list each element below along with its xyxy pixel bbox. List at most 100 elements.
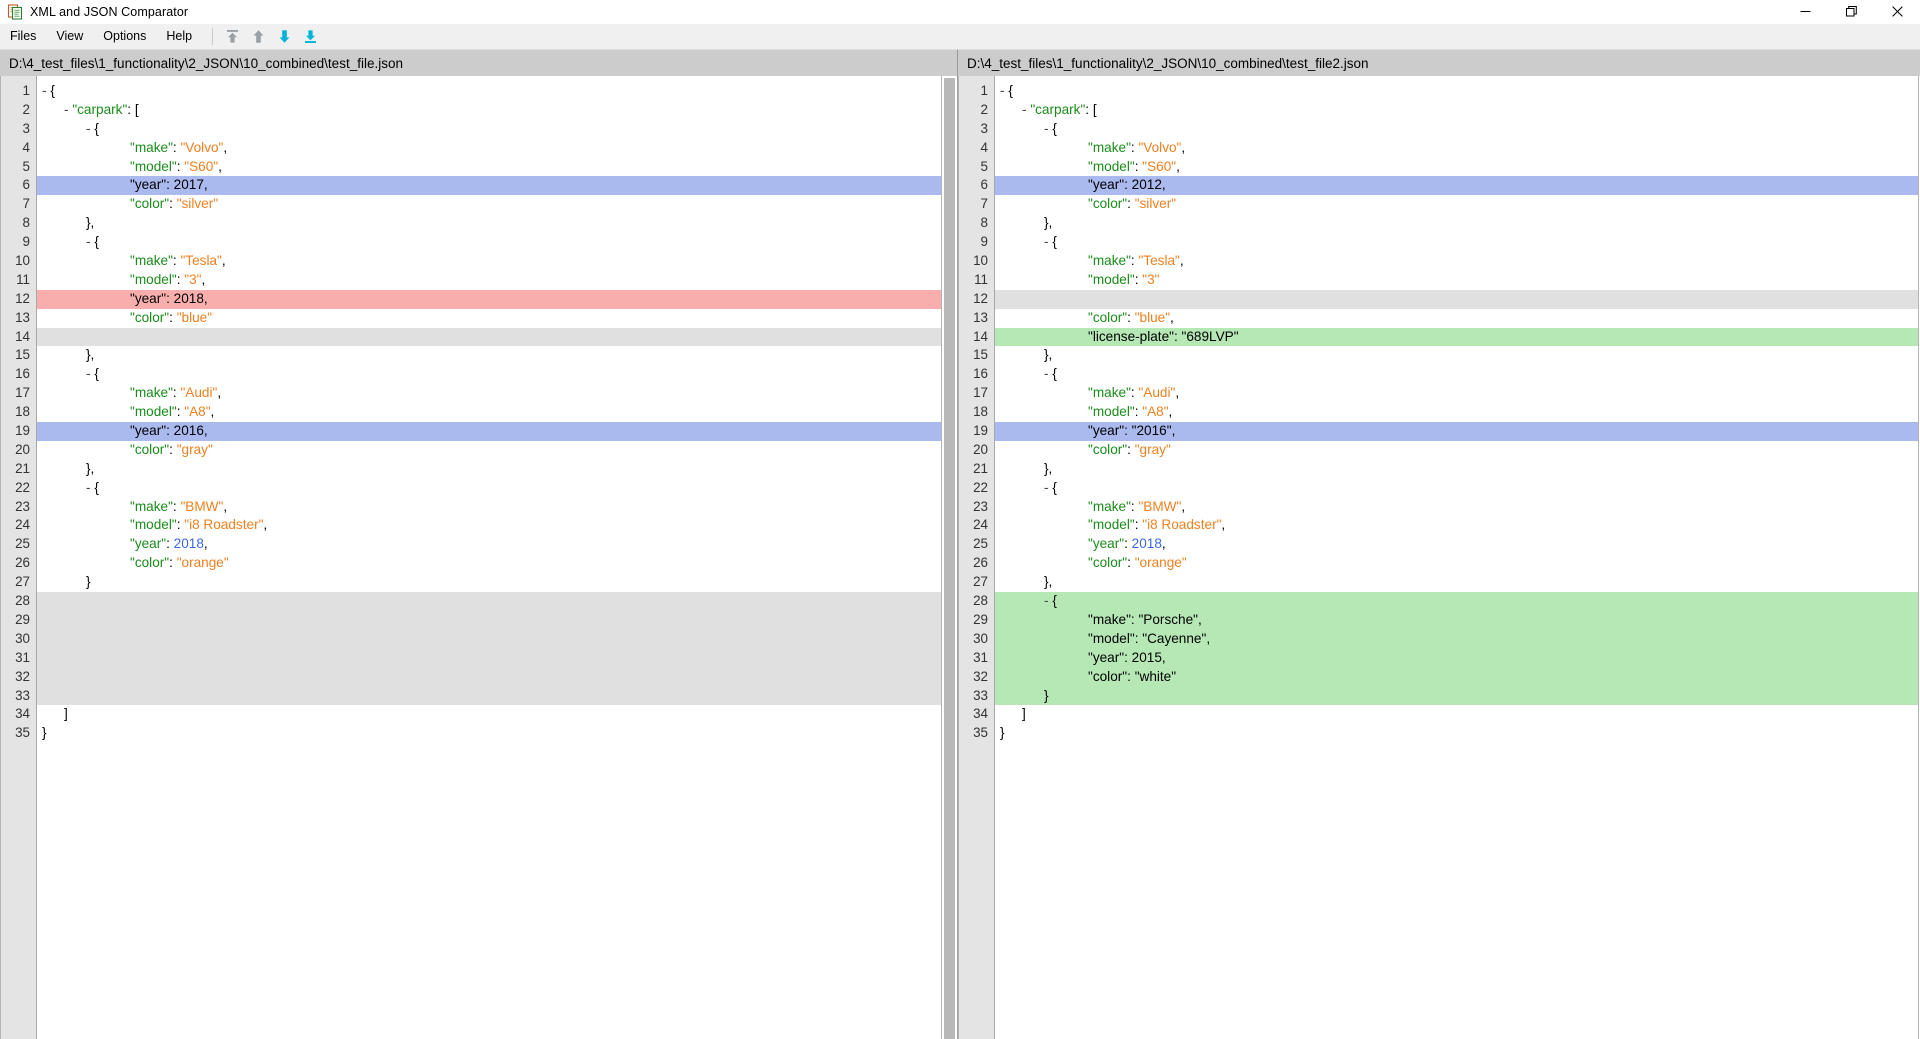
code-line[interactable]: 28- { xyxy=(959,592,1918,611)
code-line[interactable]: 24"model": "i8 Roadster", xyxy=(1,516,941,535)
code-line[interactable]: 30 xyxy=(1,629,941,649)
code-line[interactable]: 8}, xyxy=(959,214,1918,233)
code-line[interactable]: 17"make": "Audi", xyxy=(1,384,941,403)
code-line[interactable]: 30"model": "Cayenne", xyxy=(959,629,1918,649)
fold-toggle-icon[interactable]: - xyxy=(64,101,73,117)
code-line[interactable]: 14"license-plate": "689LVP" xyxy=(959,327,1918,347)
code-line[interactable]: 16- { xyxy=(959,365,1918,384)
code-line[interactable]: 18"model": "A8", xyxy=(959,403,1918,422)
code-line[interactable]: 18"model": "A8", xyxy=(1,403,941,422)
code-line[interactable]: 26"color": "orange" xyxy=(1,554,941,573)
code-line[interactable]: 4"make": "Volvo", xyxy=(959,139,1918,158)
fold-toggle-icon[interactable]: - xyxy=(1044,479,1053,495)
code-line[interactable]: 29"make": "Porsche", xyxy=(959,610,1918,630)
code-line[interactable]: 7"color": "silver" xyxy=(959,195,1918,214)
code-line[interactable]: 33} xyxy=(959,686,1918,706)
code-line[interactable]: 17"make": "Audi", xyxy=(959,384,1918,403)
code-line[interactable]: 15}, xyxy=(1,346,941,365)
code-line[interactable]: 16- { xyxy=(1,365,941,384)
fold-toggle-icon[interactable]: - xyxy=(1044,593,1053,609)
code-line[interactable]: 20"color": "gray" xyxy=(1,441,941,460)
code-line[interactable]: 7"color": "silver" xyxy=(1,195,941,214)
code-line[interactable]: 12 xyxy=(959,289,1918,309)
code-line[interactable]: 25"year": 2018, xyxy=(959,535,1918,554)
next-difference-icon[interactable] xyxy=(272,26,296,47)
code-line[interactable]: 19"year": 2016, xyxy=(1,422,941,441)
code-line[interactable]: 14 xyxy=(1,327,941,347)
fold-toggle-icon[interactable]: - xyxy=(42,83,51,98)
left-vertical-scrollbar[interactable] xyxy=(942,76,957,1039)
code-line[interactable]: 21}, xyxy=(1,460,941,479)
code-line[interactable]: 26"color": "orange" xyxy=(959,554,1918,573)
code-line[interactable]: 2- "carpark": [ xyxy=(959,101,1918,120)
code-line[interactable]: 32 xyxy=(1,667,941,687)
code-line[interactable]: 8}, xyxy=(1,214,941,233)
code-line[interactable]: 13"color": "blue", xyxy=(959,309,1918,328)
code-line[interactable]: 10"make": "Tesla", xyxy=(1,252,941,271)
code-line[interactable]: 33 xyxy=(1,686,941,706)
fold-toggle-icon[interactable]: - xyxy=(1044,120,1053,136)
minimize-button[interactable] xyxy=(1782,0,1828,23)
code-line[interactable]: 3- { xyxy=(1,120,941,139)
left-code-view[interactable]: 1- {2- "carpark": [3- {4"make": "Volvo",… xyxy=(0,76,942,1039)
code-line[interactable]: 25"year": 2018, xyxy=(1,535,941,554)
code-line[interactable]: 9- { xyxy=(959,233,1918,252)
code-line[interactable]: 5"model": "S60", xyxy=(959,158,1918,177)
code-line[interactable]: 22- { xyxy=(1,479,941,498)
fold-toggle-icon[interactable]: - xyxy=(86,120,95,136)
restore-button[interactable] xyxy=(1828,0,1874,23)
fold-toggle-icon[interactable]: - xyxy=(1044,366,1053,382)
code-line[interactable]: 9- { xyxy=(1,233,941,252)
code-line[interactable]: 24"model": "i8 Roadster", xyxy=(959,516,1918,535)
code-line[interactable]: 3- { xyxy=(959,120,1918,139)
code-line[interactable]: 15}, xyxy=(959,346,1918,365)
left-file-path[interactable]: D:\4_test_files\1_functionality\2_JSON\1… xyxy=(0,49,958,76)
fold-toggle-icon[interactable]: - xyxy=(86,366,95,382)
code-line[interactable]: 20"color": "gray" xyxy=(959,441,1918,460)
last-difference-icon[interactable] xyxy=(298,26,322,47)
code-line[interactable]: 1- { xyxy=(959,82,1918,101)
code-line[interactable]: 31"year": 2015, xyxy=(959,648,1918,668)
menu-files[interactable]: Files xyxy=(10,28,37,43)
code-line[interactable]: 35} xyxy=(959,724,1918,743)
code-line[interactable]: 23"make": "BMW", xyxy=(1,498,941,517)
code-line[interactable]: 19"year": "2016", xyxy=(959,422,1918,441)
code-line[interactable]: 11"model": "3", xyxy=(1,271,941,290)
code-line[interactable]: 10"make": "Tesla", xyxy=(959,252,1918,271)
fold-toggle-icon[interactable]: - xyxy=(86,479,95,495)
code-line[interactable]: 28 xyxy=(1,592,941,611)
code-line[interactable]: 22- { xyxy=(959,479,1918,498)
code-line[interactable]: 2- "carpark": [ xyxy=(1,101,941,120)
code-line[interactable]: 31 xyxy=(1,648,941,668)
right-file-path[interactable]: D:\4_test_files\1_functionality\2_JSON\1… xyxy=(958,49,1920,76)
fold-toggle-icon[interactable]: - xyxy=(1044,234,1053,250)
code-line[interactable]: 6"year": 2012, xyxy=(959,176,1918,196)
code-line[interactable]: 27}, xyxy=(959,573,1918,592)
menu-view[interactable]: View xyxy=(56,28,84,43)
code-line[interactable]: 11"model": "3" xyxy=(959,271,1918,290)
code-line[interactable]: 12"year": 2018, xyxy=(1,289,941,309)
left-scrollbar-thumb[interactable] xyxy=(944,78,955,1039)
code-line[interactable]: 34] xyxy=(1,705,941,724)
code-line[interactable]: 29 xyxy=(1,610,941,630)
code-line[interactable]: 21}, xyxy=(959,460,1918,479)
previous-difference-icon[interactable] xyxy=(246,26,270,47)
close-button[interactable] xyxy=(1874,0,1920,23)
fold-toggle-icon[interactable]: - xyxy=(1000,83,1009,98)
fold-toggle-icon[interactable]: - xyxy=(1022,101,1031,117)
code-line[interactable]: 13"color": "blue" xyxy=(1,309,941,328)
menu-help[interactable]: Help xyxy=(166,28,193,43)
first-difference-icon[interactable] xyxy=(220,26,244,47)
right-code-view[interactable]: 1- {2- "carpark": [3- {4"make": "Volvo",… xyxy=(958,76,1919,1039)
code-line[interactable]: 23"make": "BMW", xyxy=(959,498,1918,517)
code-line[interactable]: 34] xyxy=(959,705,1918,724)
code-line[interactable]: 1- { xyxy=(1,82,941,101)
code-line[interactable]: 4"make": "Volvo", xyxy=(1,139,941,158)
code-line[interactable]: 35} xyxy=(1,724,941,743)
code-line[interactable]: 32"color": "white" xyxy=(959,667,1918,687)
menu-options[interactable]: Options xyxy=(103,28,147,43)
code-line[interactable]: 6"year": 2017, xyxy=(1,176,941,196)
code-line[interactable]: 5"model": "S60", xyxy=(1,158,941,177)
fold-toggle-icon[interactable]: - xyxy=(86,234,95,250)
code-line[interactable]: 27} xyxy=(1,573,941,592)
